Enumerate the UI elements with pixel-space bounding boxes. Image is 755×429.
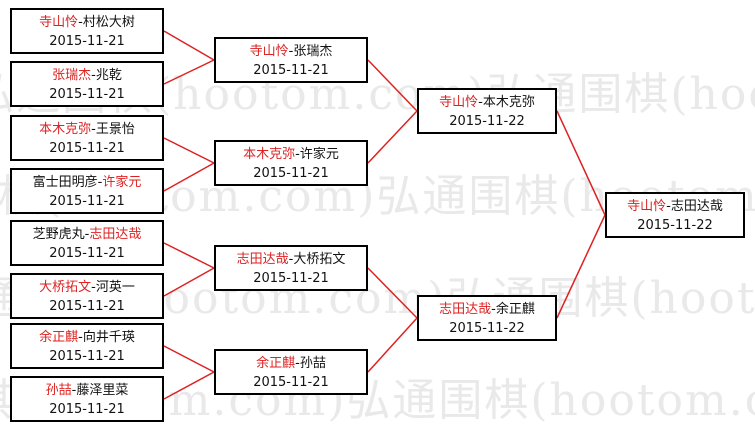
match-players: 孙喆-藤泽里菜	[45, 383, 129, 398]
player-2-name: 志田达哉	[670, 199, 723, 214]
player-1-name: 寺山怜	[627, 199, 667, 214]
match-date: 2015-11-21	[49, 194, 125, 209]
round1-match-1: 寺山怜-村松大树 2015-11-21	[10, 8, 164, 54]
connector-line	[556, 110, 606, 216]
player-1-name: 余正麒	[256, 356, 296, 371]
connector-line	[163, 30, 215, 61]
player-1-name: 本木克弥	[243, 147, 296, 162]
semifinal-match-2: 志田达哉-余正麒 2015-11-22	[417, 295, 557, 341]
player-1-name: 志田达哉	[439, 302, 492, 317]
match-date: 2015-11-21	[49, 34, 125, 49]
match-date: 2015-11-21	[49, 246, 125, 261]
player-1-name: 孙喆	[45, 383, 72, 398]
round1-match-7: 余正麒-向井千瑛 2015-11-21	[10, 323, 164, 369]
connector-line	[367, 267, 418, 319]
match-date: 2015-11-21	[49, 299, 125, 314]
player-2-name: 张瑞杰	[293, 44, 333, 59]
match-players: 张瑞杰-兆乾	[52, 68, 122, 83]
connector-line	[367, 59, 418, 112]
connector-line	[367, 110, 418, 164]
player-2-name: 藤泽里菜	[76, 383, 129, 398]
round2-match-3: 志田达哉-大桥拓文 2015-11-21	[214, 245, 368, 291]
match-players: 大桥拓文-河英一	[39, 280, 135, 295]
match-date: 2015-11-22	[449, 114, 525, 129]
player-1-name: 寺山怜	[249, 44, 289, 59]
match-date: 2015-11-21	[49, 402, 125, 417]
match-date: 2015-11-21	[253, 63, 329, 78]
player-1-name: 本木克弥	[39, 122, 92, 137]
match-players: 芝野虎丸-志田达哉	[32, 227, 142, 242]
match-players: 志田达哉-余正麒	[439, 302, 535, 317]
match-date: 2015-11-21	[253, 166, 329, 181]
match-players: 寺山怜-志田达哉	[627, 199, 723, 214]
connector-line	[163, 242, 215, 269]
match-date: 2015-11-21	[49, 141, 125, 156]
connector-line	[163, 137, 215, 164]
player-1-name: 寺山怜	[439, 95, 479, 110]
connector-line	[163, 267, 215, 297]
round2-match-4: 余正麒-孙喆 2015-11-21	[214, 349, 368, 395]
final-match-1: 寺山怜-志田达哉 2015-11-22	[605, 192, 745, 238]
player-2-name: 河英一	[95, 280, 135, 295]
match-players: 余正麒-向井千瑛	[39, 330, 135, 345]
round1-match-3: 本木克弥-王景怡 2015-11-21	[10, 115, 164, 161]
player-2-name: 孙喆	[299, 356, 326, 371]
match-date: 2015-11-21	[253, 375, 329, 390]
round1-match-5: 芝野虎丸-志田达哉 2015-11-21	[10, 220, 164, 266]
connector-line	[367, 317, 418, 373]
player-1-name: 富士田明彦	[32, 175, 98, 190]
round1-match-8: 孙喆-藤泽里菜 2015-11-21	[10, 376, 164, 422]
match-date: 2015-11-22	[449, 321, 525, 336]
player-1-name: 大桥拓文	[39, 280, 92, 295]
semifinal-match-1: 寺山怜-本木克弥 2015-11-22	[417, 88, 557, 134]
match-players: 寺山怜-张瑞杰	[249, 44, 333, 59]
round2-match-1: 寺山怜-张瑞杰 2015-11-21	[214, 37, 368, 83]
match-date: 2015-11-21	[49, 87, 125, 102]
player-2-name: 本木克弥	[482, 95, 535, 110]
player-2-name: 许家元	[299, 147, 339, 162]
player-1-name: 寺山怜	[39, 15, 79, 30]
player-1-name: 志田达哉	[236, 252, 289, 267]
round1-match-4: 富士田明彦-许家元 2015-11-21	[10, 168, 164, 214]
player-1-name: 余正麒	[39, 330, 79, 345]
match-date: 2015-11-21	[49, 349, 125, 364]
match-players: 本木克弥-王景怡	[39, 122, 135, 137]
connector-line	[163, 162, 215, 192]
player-2-name: 村松大树	[82, 15, 135, 30]
match-date: 2015-11-22	[637, 218, 713, 233]
connector-line	[163, 59, 215, 85]
connector-line	[163, 371, 215, 400]
match-players: 寺山怜-本木克弥	[439, 95, 535, 110]
player-2-name: 向井千瑛	[82, 330, 135, 345]
match-players: 余正麒-孙喆	[256, 356, 326, 371]
connector-line	[556, 214, 606, 319]
match-players: 寺山怜-村松大树	[39, 15, 135, 30]
match-date: 2015-11-21	[253, 271, 329, 286]
player-2-name: 志田达哉	[89, 227, 142, 242]
player-1-name: 张瑞杰	[52, 68, 92, 83]
player-2-name: 余正麒	[495, 302, 535, 317]
player-2-name: 许家元	[102, 175, 142, 190]
round1-match-2: 张瑞杰-兆乾 2015-11-21	[10, 61, 164, 107]
player-2-name: 大桥拓文	[293, 252, 346, 267]
match-players: 富士田明彦-许家元	[32, 175, 142, 190]
round2-match-2: 本木克弥-许家元 2015-11-21	[214, 140, 368, 186]
match-players: 志田达哉-大桥拓文	[236, 252, 346, 267]
connector-line	[163, 345, 215, 373]
match-players: 本木克弥-许家元	[243, 147, 339, 162]
player-1-name: 芝野虎丸	[32, 227, 85, 242]
round1-match-6: 大桥拓文-河英一 2015-11-21	[10, 273, 164, 319]
player-2-name: 王景怡	[95, 122, 135, 137]
player-2-name: 兆乾	[95, 68, 122, 83]
